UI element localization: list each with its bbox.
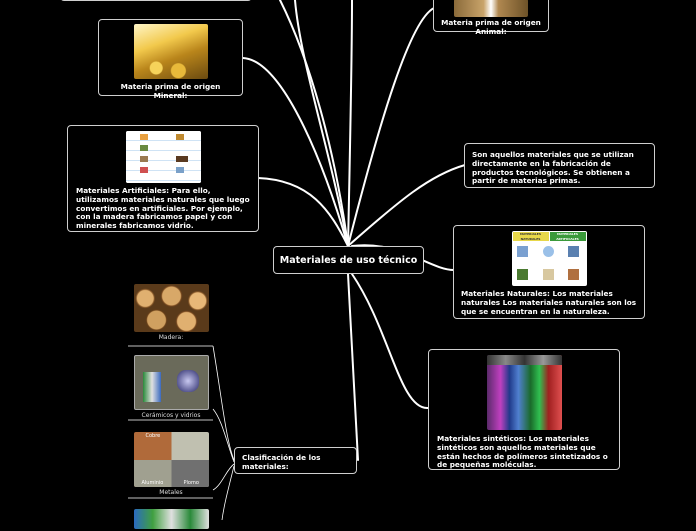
node-definicion[interactable]: Son aquellos materiales que se utilizan … bbox=[464, 143, 655, 188]
plastics-photo bbox=[133, 509, 209, 529]
leaf-madera[interactable]: Madera: bbox=[130, 284, 212, 341]
node-clasificacion-label: Clasificación de los materiales: bbox=[242, 453, 321, 471]
natural-materials-chart: MATERIALES NATURALES MATERIALES ARTIFICI… bbox=[511, 231, 587, 286]
artificial-materials-chart bbox=[125, 131, 201, 183]
metal-label-plomo: Plomo bbox=[183, 480, 199, 486]
leaf-madera-label: Madera: bbox=[158, 334, 184, 341]
metals-photo: Cobre Aluminio Plomo bbox=[133, 432, 209, 487]
partial-top-node[interactable] bbox=[60, 0, 252, 1]
leaf-ceramicos-label: Cerámicos y vidrios bbox=[141, 412, 201, 419]
node-naturales-label: Materiales Naturales: Los materiales nat… bbox=[461, 289, 637, 316]
animal-materials-photo bbox=[454, 0, 528, 17]
node-sinteticos-label: Materiales sintéticos: Los materiales si… bbox=[437, 434, 608, 470]
ceramics-glass-photo bbox=[133, 355, 209, 410]
node-clasificacion[interactable]: Clasificación de los materiales: bbox=[234, 447, 357, 474]
node-animal[interactable]: Materia prima de origen Animal: bbox=[433, 0, 549, 36]
node-mineral-label: Materia prima de origen Mineral: bbox=[120, 82, 221, 100]
mindmap-links bbox=[128, 0, 466, 520]
wood-logs-photo bbox=[133, 284, 209, 332]
node-definicion-label: Son aquellos materiales que se utilizan … bbox=[472, 150, 634, 186]
central-topic-label: Materiales de uso técnico bbox=[279, 254, 418, 266]
metal-label-aluminio: Aluminio bbox=[141, 480, 164, 486]
node-animal-label: Materia prima de origen Animal: bbox=[441, 18, 541, 36]
node-artificiales-label: Materiales Artificiales: Para ello, util… bbox=[76, 186, 250, 230]
leaf-metales-label: Metales bbox=[159, 489, 183, 496]
leaf-metales[interactable]: Cobre Aluminio Plomo Metales bbox=[130, 432, 212, 496]
synthetic-films-photo bbox=[486, 355, 562, 430]
leaf-ceramicos[interactable]: Cerámicos y vidrios bbox=[130, 355, 212, 419]
node-artificiales[interactable]: Materiales Artificiales: Para ello, util… bbox=[67, 125, 259, 232]
gold-bars-photo bbox=[133, 24, 208, 79]
metal-label-cobre: Cobre bbox=[145, 433, 161, 439]
node-naturales[interactable]: MATERIALES NATURALES MATERIALES ARTIFICI… bbox=[453, 225, 645, 319]
node-mineral[interactable]: Materia prima de origen Mineral: bbox=[98, 19, 243, 100]
natural-chart-header-natural: MATERIALES NATURALES bbox=[512, 232, 549, 241]
leaf-plasticos[interactable] bbox=[130, 509, 212, 531]
node-sinteticos[interactable]: Materiales sintéticos: Los materiales si… bbox=[428, 349, 620, 470]
central-topic[interactable]: Materiales de uso técnico bbox=[273, 246, 424, 274]
natural-chart-header-artificial: MATERIALES ARTIFICIALES bbox=[549, 232, 586, 241]
